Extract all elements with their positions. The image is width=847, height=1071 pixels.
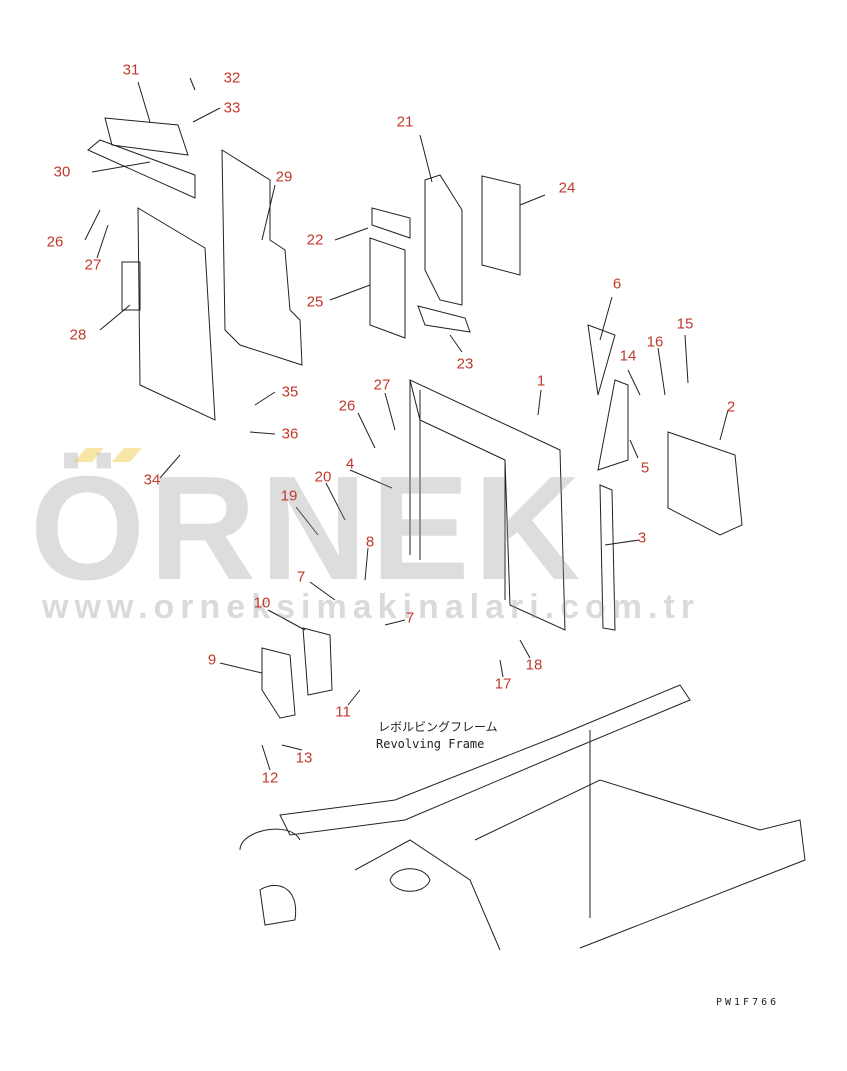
part-label-5: 5	[640, 459, 650, 477]
watermark-brand: ÖRNEK	[30, 446, 585, 611]
part-label-20: 20	[314, 468, 332, 486]
frame-caption-japanese: レボルビングフレーム	[378, 720, 498, 734]
part-label-12: 12	[261, 769, 279, 787]
part-label-26: 26	[46, 233, 64, 251]
part-label-13: 13	[295, 749, 313, 767]
part-label-18: 18	[525, 656, 543, 674]
part-label-9: 9	[207, 651, 217, 669]
part-label-34: 34	[143, 471, 161, 489]
part-label-24: 24	[558, 179, 576, 197]
frame-caption-english: Revolving Frame	[376, 737, 485, 751]
part-label-22: 22	[306, 231, 324, 249]
part-label-32: 32	[223, 69, 241, 87]
part-label-28: 28	[69, 326, 87, 344]
part-label-21: 21	[396, 113, 414, 131]
part-label-23: 23	[456, 355, 474, 373]
part-label-1: 1	[536, 372, 546, 390]
part-label-4: 4	[345, 455, 355, 473]
part-label-2: 2	[726, 398, 736, 416]
part-label-3: 3	[637, 529, 647, 547]
watermark-url: www.orneksimakinalari.com.tr	[42, 588, 701, 626]
part-label-10: 10	[253, 594, 271, 612]
part-label-6: 6	[612, 275, 622, 293]
part-label-29: 29	[275, 168, 293, 186]
part-label-7: 7	[405, 609, 415, 627]
part-label-36: 36	[281, 425, 299, 443]
part-label-19: 19	[280, 487, 298, 505]
drawing-code: PW1F766	[716, 997, 780, 1008]
part-label-8: 8	[365, 533, 375, 551]
part-label-31: 31	[122, 61, 140, 79]
part-label-33: 33	[223, 99, 241, 117]
part-label-17: 17	[494, 675, 512, 693]
part-label-14: 14	[619, 347, 637, 365]
part-label-15: 15	[676, 315, 694, 333]
part-label-11: 11	[335, 703, 351, 721]
part-label-35: 35	[281, 383, 299, 401]
part-label-27: 27	[373, 376, 391, 394]
part-label-26: 26	[338, 397, 356, 415]
part-label-7: 7	[296, 568, 306, 586]
part-label-27: 27	[84, 256, 102, 274]
part-label-30: 30	[53, 163, 71, 181]
part-label-25: 25	[306, 293, 324, 311]
part-label-16: 16	[646, 333, 664, 351]
